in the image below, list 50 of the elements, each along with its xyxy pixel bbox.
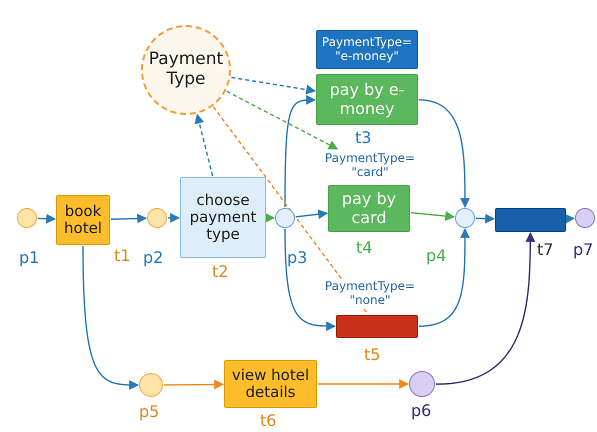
arrow — [284, 95, 316, 207]
node-id-label: t6 — [260, 411, 276, 430]
arrow — [265, 212, 275, 223]
arrow — [38, 214, 56, 224]
node-id-label: p7 — [573, 240, 594, 259]
place-circle — [17, 208, 37, 228]
node-id-label: p5 — [139, 402, 160, 421]
arrow — [418, 228, 470, 327]
node-id-label: p1 — [19, 248, 40, 267]
arrow — [565, 214, 575, 224]
node-id-label: t4 — [356, 238, 372, 257]
node-id-label: p3 — [287, 248, 308, 267]
arrow — [476, 214, 495, 224]
node-id-label: p6 — [411, 401, 432, 420]
place-circle — [275, 208, 295, 228]
arrow — [164, 380, 224, 390]
node-id-label: t2 — [212, 262, 228, 281]
transition-label: choose payment type — [188, 192, 258, 244]
place-circle — [455, 208, 475, 228]
arrow — [296, 209, 328, 220]
transition-label: pay by card — [340, 190, 398, 227]
arrow — [82, 246, 139, 390]
transition-bar — [495, 208, 566, 232]
node-id-label: t1 — [114, 246, 130, 265]
dashed-arrow — [194, 114, 214, 176]
place-circle — [409, 371, 435, 397]
arrow — [418, 99, 470, 208]
node-id-label: p4 — [426, 246, 446, 265]
place-circle — [575, 208, 595, 228]
arrow — [110, 214, 147, 224]
guard-text-label: PaymentType= "card" — [324, 152, 416, 180]
data-circle-label: Payment Type — [148, 50, 224, 90]
node-id-label: t5 — [364, 345, 380, 364]
transition-label: book hotel — [63, 202, 103, 238]
arrow — [284, 229, 336, 331]
transition-label: pay by e-money — [328, 81, 406, 118]
place-circle — [147, 208, 167, 228]
guard-tag-label: PaymentType= "e-money" — [320, 36, 414, 64]
arrow — [410, 211, 456, 221]
node-id-label: t7 — [537, 240, 554, 259]
dashed-arrow — [226, 90, 338, 150]
dashed-arrow — [231, 76, 316, 94]
node-id-label: p2 — [143, 248, 164, 267]
place-circle — [139, 373, 163, 397]
arrow — [168, 213, 180, 223]
transition-label: view hotel details — [230, 366, 310, 402]
node-id-label: t3 — [355, 128, 372, 147]
transition-bar — [336, 315, 418, 338]
arrow — [318, 379, 409, 389]
arrow — [436, 232, 536, 385]
